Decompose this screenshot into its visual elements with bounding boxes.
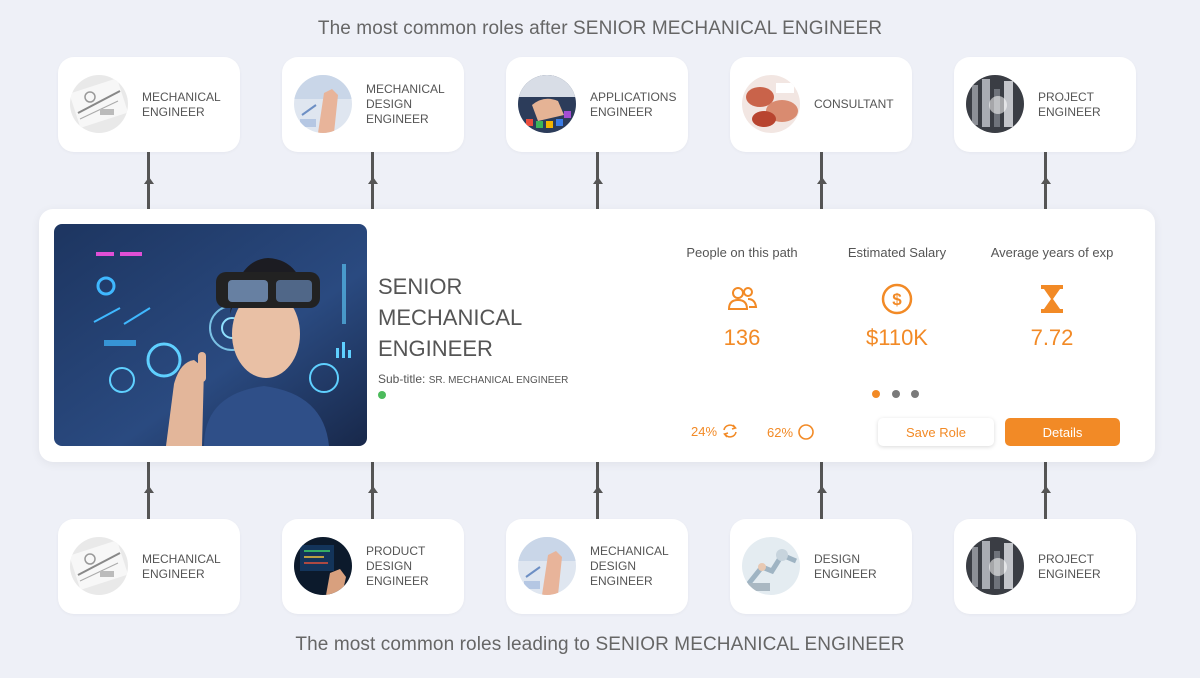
previous-role-card-3[interactable]: MECHANICAL DESIGN ENGINEER: [506, 519, 688, 614]
circle-icon: [798, 424, 814, 440]
arrow-up-icon: [1041, 486, 1051, 493]
role-thumbnail: [742, 75, 800, 133]
role-label: PRODUCT DESIGN ENGINEER: [366, 544, 429, 588]
metric-progress: 62%: [767, 423, 815, 441]
stat-label: People on this path: [686, 245, 798, 260]
save-role-button[interactable]: Save Role: [878, 418, 994, 446]
arrow-up-icon: [817, 177, 827, 184]
next-role-card-2[interactable]: MECHANICAL DESIGN ENGINEER: [282, 57, 464, 152]
role-thumbnail: [966, 75, 1024, 133]
carousel-dot-3[interactable]: [911, 390, 919, 398]
heading-next-roles: The most common roles after SENIOR MECHA…: [317, 18, 883, 39]
details-button[interactable]: Details: [1005, 418, 1120, 446]
role-thumbnail: [294, 75, 352, 133]
role-title: SENIOR MECHANICAL ENGINEER: [378, 274, 523, 361]
status-indicator: [378, 391, 386, 399]
role-label: PROJECT ENGINEER: [1038, 551, 1101, 581]
arrow-up-icon: [1041, 177, 1051, 184]
stat-value: 136: [723, 325, 761, 350]
hero-image: [54, 224, 367, 446]
stat-salary: Estimated Salary $ $110K: [822, 245, 972, 350]
arrow-up-icon: [593, 486, 603, 493]
stat-label: Estimated Salary: [847, 245, 947, 260]
next-role-card-3[interactable]: APPLICATIONS ENGINEER: [506, 57, 688, 152]
stat-label: Average years of exp: [990, 245, 1114, 260]
arrow-up-icon: [368, 486, 378, 493]
role-label: MECHANICAL ENGINEER: [142, 89, 221, 119]
arrow-up-icon: [817, 486, 827, 493]
current-role-card: SENIOR MECHANICAL ENGINEER Sub-title: SR…: [39, 209, 1155, 462]
metric-value: 62%: [767, 424, 794, 440]
role-thumbnail: [70, 537, 128, 595]
stat-experience: Average years of exp 7.72: [977, 245, 1127, 350]
next-role-card-1[interactable]: MECHANICAL ENGINEER: [58, 57, 240, 152]
role-thumbnail: [966, 537, 1024, 595]
arrow-up-icon: [368, 177, 378, 184]
next-role-card-5[interactable]: PROJECT ENGINEER: [954, 57, 1136, 152]
previous-role-card-1[interactable]: MECHANICAL ENGINEER: [58, 519, 240, 614]
people-icon: [726, 283, 758, 315]
previous-role-card-2[interactable]: PRODUCT DESIGN ENGINEER: [282, 519, 464, 614]
previous-role-card-5[interactable]: PROJECT ENGINEER: [954, 519, 1136, 614]
arrow-up-icon: [144, 486, 154, 493]
role-thumbnail: [518, 537, 576, 595]
arrow-up-icon: [144, 177, 154, 184]
role-label: PROJECT ENGINEER: [1038, 89, 1101, 119]
dollar-icon: $: [881, 283, 913, 315]
role-label: APPLICATIONS ENGINEER: [590, 89, 677, 119]
carousel-dot-1[interactable]: [872, 390, 880, 398]
subtitle-label: Sub-title:: [378, 372, 426, 386]
role-thumbnail: [518, 75, 576, 133]
role-label: DESIGN ENGINEER: [814, 551, 877, 581]
role-label: MECHANICAL DESIGN ENGINEER: [366, 82, 445, 126]
stat-value: $110K: [866, 325, 928, 350]
previous-role-card-4[interactable]: DESIGN ENGINEER: [730, 519, 912, 614]
refresh-icon: [723, 424, 737, 438]
metric-value: 24%: [691, 423, 718, 439]
role-label: MECHANICAL DESIGN ENGINEER: [590, 544, 669, 588]
role-thumbnail: [742, 537, 800, 595]
hourglass-icon: [1036, 283, 1068, 315]
carousel-dot-2[interactable]: [892, 390, 900, 398]
arrow-up-icon: [593, 177, 603, 184]
stat-people: People on this path 136: [667, 245, 817, 350]
svg-text:$: $: [892, 290, 902, 309]
role-thumbnail: [70, 75, 128, 133]
stat-value: 7.72: [1030, 325, 1074, 350]
metric-retention: 24%: [691, 423, 739, 439]
subtitle-value: SR. MECHANICAL ENGINEER: [428, 375, 569, 386]
next-role-card-4[interactable]: CONSULTANT: [730, 57, 912, 152]
role-label: MECHANICAL ENGINEER: [142, 551, 221, 581]
role-thumbnail: [294, 537, 352, 595]
role-label: CONSULTANT: [814, 97, 894, 111]
subtitle-row: Sub-title: SR. MECHANICAL ENGINEER: [378, 372, 568, 386]
heading-previous-roles: The most common roles leading to SENIOR …: [295, 634, 905, 655]
